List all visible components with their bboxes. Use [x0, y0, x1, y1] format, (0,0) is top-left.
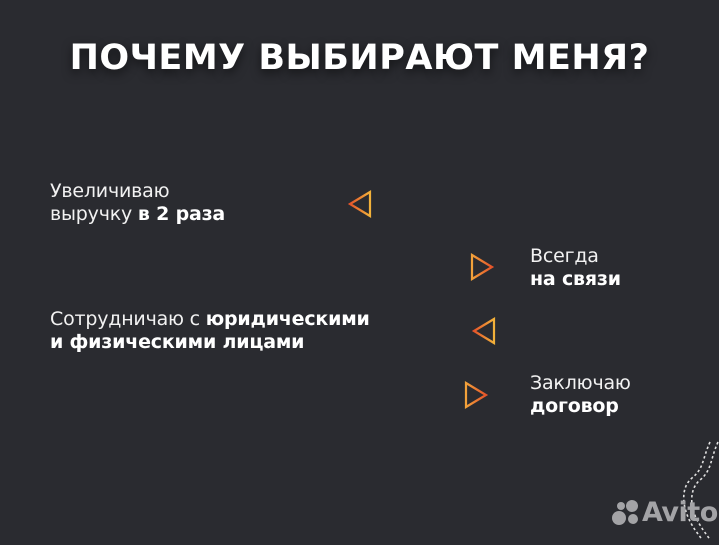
benefit-clients: Сотрудничаю с юридическими и физическими…	[50, 308, 370, 354]
benefit-contract: Заключаю договор	[530, 372, 631, 418]
benefit-line1-bold: юридическими	[205, 308, 370, 330]
benefit-line2-bold: договор	[530, 395, 619, 417]
benefit-line1: Заключаю	[530, 372, 631, 394]
arrow-left-icon	[471, 317, 497, 350]
dotted-connector	[372, 202, 719, 205]
arrow-right-icon	[469, 253, 495, 286]
benefit-always-online: Всегда на связи	[530, 245, 621, 291]
avito-dots-icon	[612, 499, 640, 526]
arrow-right-icon	[463, 381, 489, 414]
avito-logo: Avito	[612, 497, 718, 528]
benefit-revenue: Увеличиваю выручку в 2 раза	[50, 180, 225, 226]
benefit-line1: Увеличиваю	[50, 180, 170, 202]
benefit-line2-bold: и физическими лицами	[50, 331, 305, 353]
page-title: ПОЧЕМУ ВЫБИРАЮТ МЕНЯ?	[69, 38, 650, 78]
benefit-line1: Всегда	[530, 245, 599, 267]
dotted-connector	[496, 329, 719, 332]
dotted-connector	[0, 393, 466, 396]
avito-logo-text: Avito	[642, 497, 718, 528]
benefit-line2-regular: выручку	[50, 203, 138, 225]
arrow-left-icon	[347, 190, 373, 223]
benefit-line1-regular: Сотрудничаю с	[50, 308, 206, 330]
benefit-line2-bold: в 2 раза	[137, 203, 226, 225]
decorative-path-icon	[660, 440, 719, 545]
benefit-line2-bold: на связи	[530, 268, 621, 290]
dotted-connector	[0, 266, 472, 269]
